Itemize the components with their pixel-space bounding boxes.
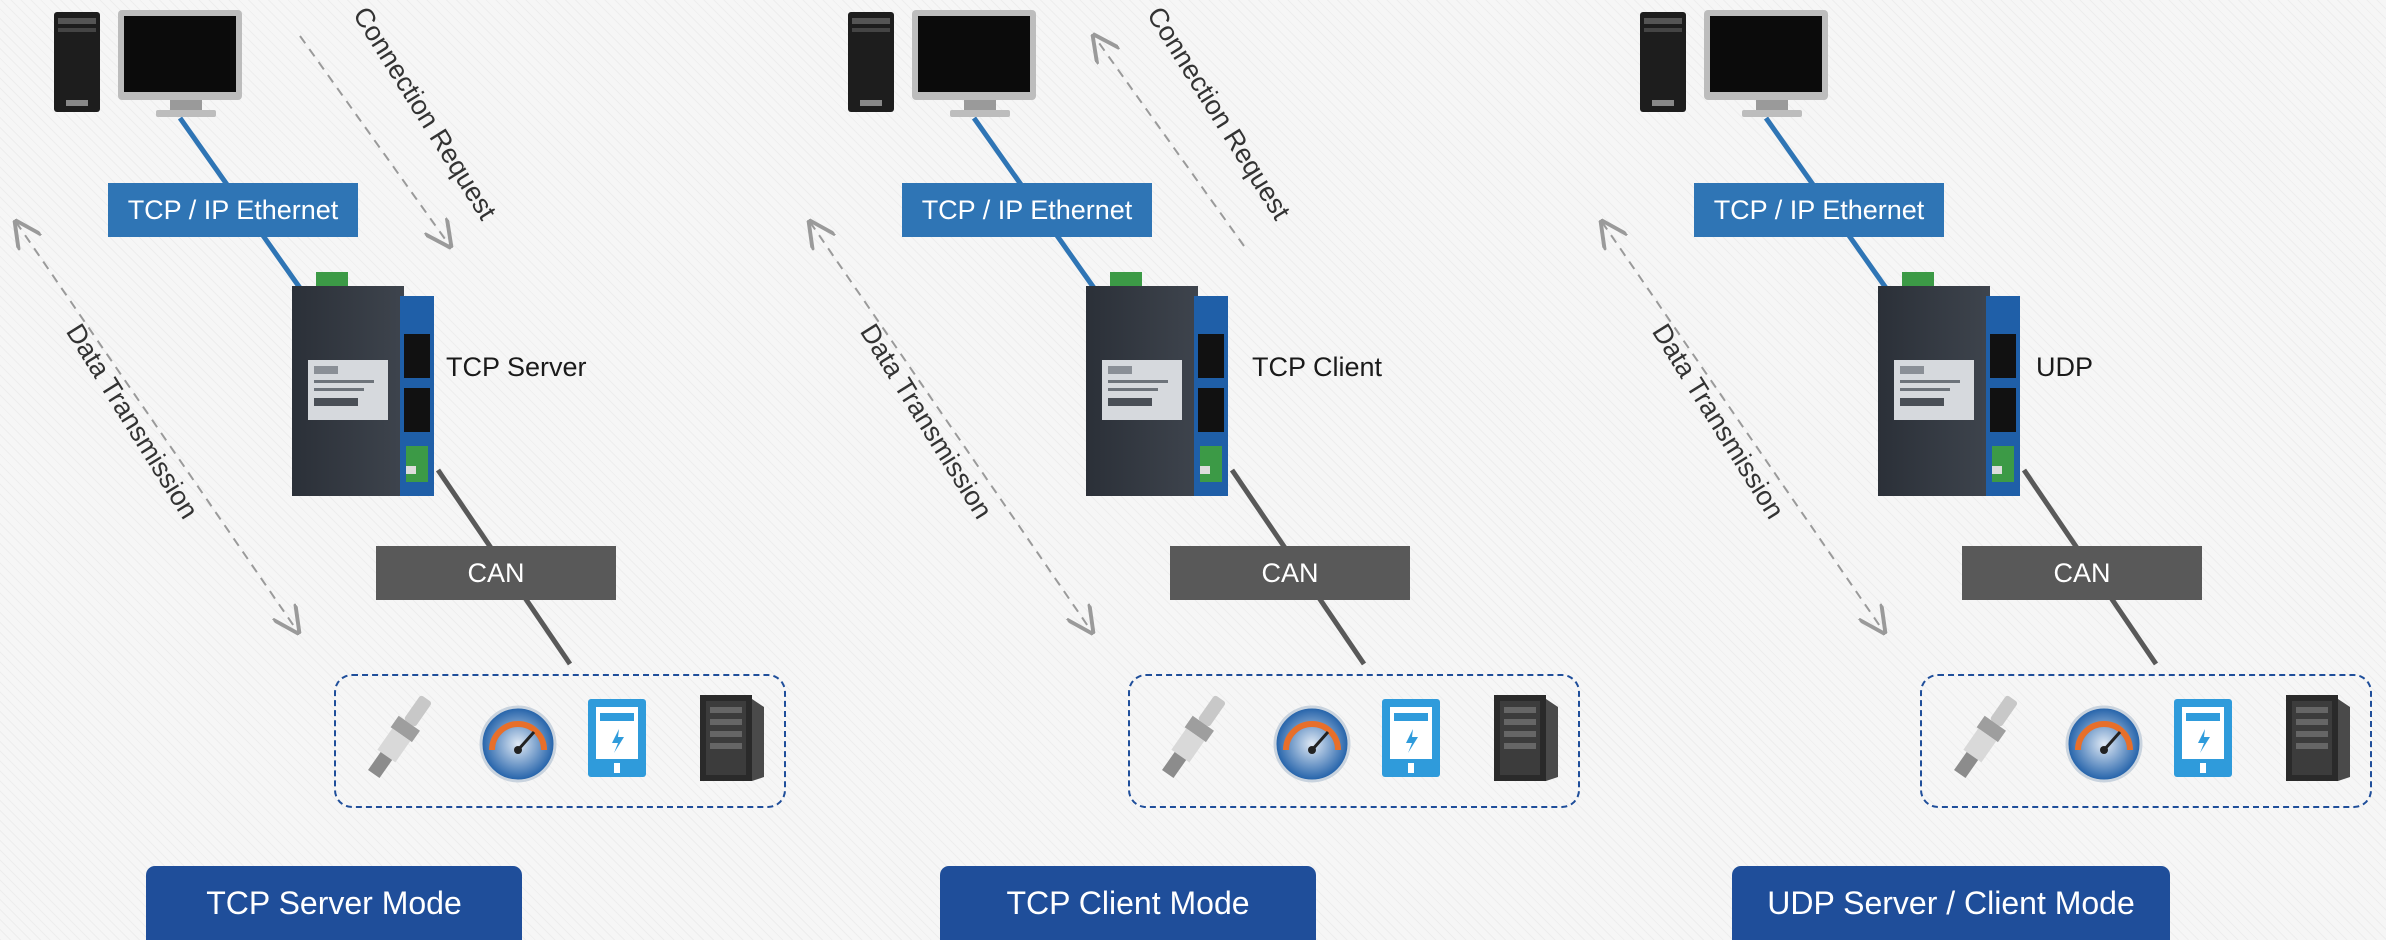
ethernet-label: TCP / IP Ethernet [108,183,358,237]
electric-meter-icon [1382,699,1440,777]
tcp-server-mode-button[interactable]: TCP Server Mode [146,866,522,940]
ethernet-label: TCP / IP Ethernet [1694,183,1944,237]
desktop-computer-icon [848,10,1036,117]
sensor-probe-icon [368,695,432,779]
udp-mode-button[interactable]: UDP Server / Client Mode [1732,866,2170,940]
can-bus-label: CAN [376,546,616,600]
electric-meter-icon [588,699,646,777]
data-transmission-arrow [16,222,298,632]
desktop-computer-icon [54,10,242,117]
tcp-client-mode-button[interactable]: TCP Client Mode [940,866,1316,940]
connection-request-arrow [299,35,450,246]
server-cabinet-icon [2286,695,2350,781]
connection-request-arrow [1094,36,1245,247]
pressure-gauge-icon [1273,705,1351,783]
panel-tcp-client: TCP / IP Ethernet TCP Client CAN Connect… [794,0,1594,940]
field-devices-group [1128,674,1580,808]
gateway-device-icon [1086,272,1228,496]
gateway-device-icon [292,272,434,496]
server-cabinet-icon [700,695,764,781]
field-devices-group [334,674,786,808]
server-cabinet-icon [1494,695,1558,781]
mode-label: TCP Client [1252,352,1383,382]
panel-udp: TCP / IP Ethernet UDP CAN Data Transmiss… [1586,0,2386,940]
gateway-device-icon [1878,272,2020,496]
data-transmission-arrow [1602,222,1884,632]
desktop-computer-icon [1640,10,1828,117]
ethernet-label: TCP / IP Ethernet [902,183,1152,237]
mode-label: UDP [2036,352,2094,382]
can-bus-label: CAN [1962,546,2202,600]
mode-label: TCP Server [446,352,587,382]
data-transmission-arrow [810,222,1092,632]
pressure-gauge-icon [479,705,557,783]
panel-tcp-server: TCP / IP Ethernet TCP Server CAN Connect… [0,0,800,940]
can-bus-label: CAN [1170,546,1410,600]
pressure-gauge-icon [2065,705,2143,783]
electric-meter-icon [2174,699,2232,777]
sensor-probe-icon [1954,695,2018,779]
field-devices-group [1920,674,2372,808]
sensor-probe-icon [1162,695,1226,779]
